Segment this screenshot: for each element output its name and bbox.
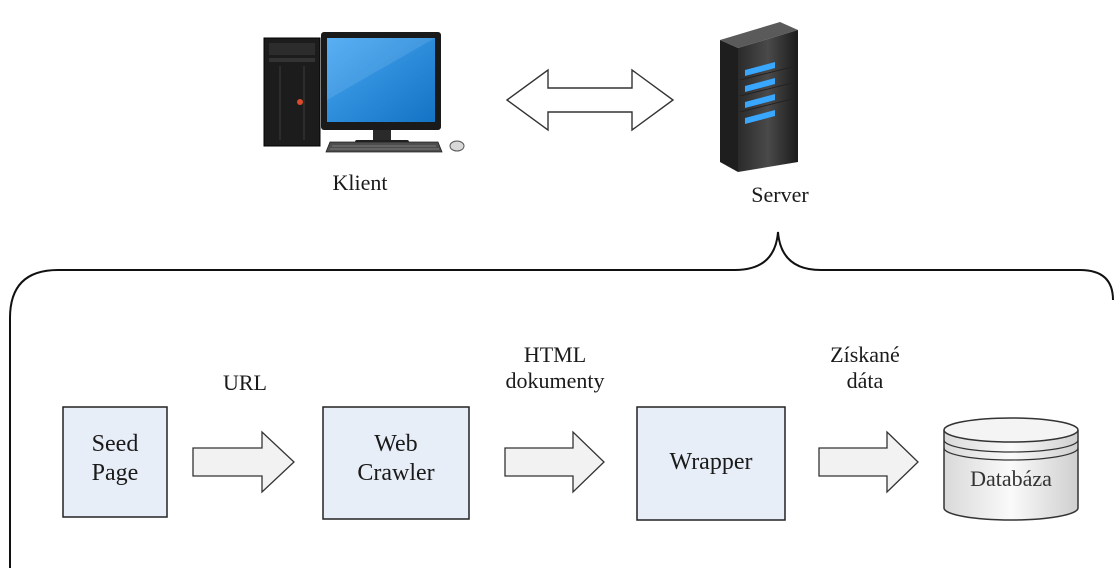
database-cylinder-icon (943, 417, 1079, 521)
wrapper-label: Wrapper (669, 449, 753, 475)
web-crawler-line-2: Crawler (357, 459, 435, 486)
html-documents-line-2: dokumenty (505, 368, 605, 394)
extracted-data-line-2: dáta (846, 368, 884, 394)
wrapper-box (636, 406, 786, 521)
desktop-computer-icon (263, 32, 465, 153)
server-label: Server (751, 182, 809, 207)
database-label: Databáza (970, 466, 1052, 491)
client-label: Klient (332, 170, 388, 195)
html-documents-line-1: HTML (523, 342, 587, 367)
flow-arrow-data (818, 430, 919, 494)
web-crawler-line-1: Web (374, 431, 418, 457)
html-documents-edge-label: HTML dokumenty (480, 342, 630, 395)
server-rack-icon (720, 22, 798, 172)
seed-page-line-2: Page (91, 459, 139, 486)
url-edge-label: URL (223, 370, 267, 395)
flow-arrow-html (504, 430, 605, 494)
group-brace (9, 231, 1114, 568)
bidirectional-arrow-icon (505, 68, 675, 132)
web-crawler-label: Web Crawler (323, 430, 469, 488)
flow-arrow-url (192, 430, 295, 494)
seed-page-box (62, 406, 168, 518)
extracted-data-edge-label: Získané dáta (795, 342, 935, 395)
web-crawler-box (322, 406, 470, 520)
extracted-data-line-1: Získané (830, 342, 900, 367)
seed-page-line-1: Seed (91, 431, 139, 457)
seed-page-label: Seed Page (63, 430, 167, 488)
